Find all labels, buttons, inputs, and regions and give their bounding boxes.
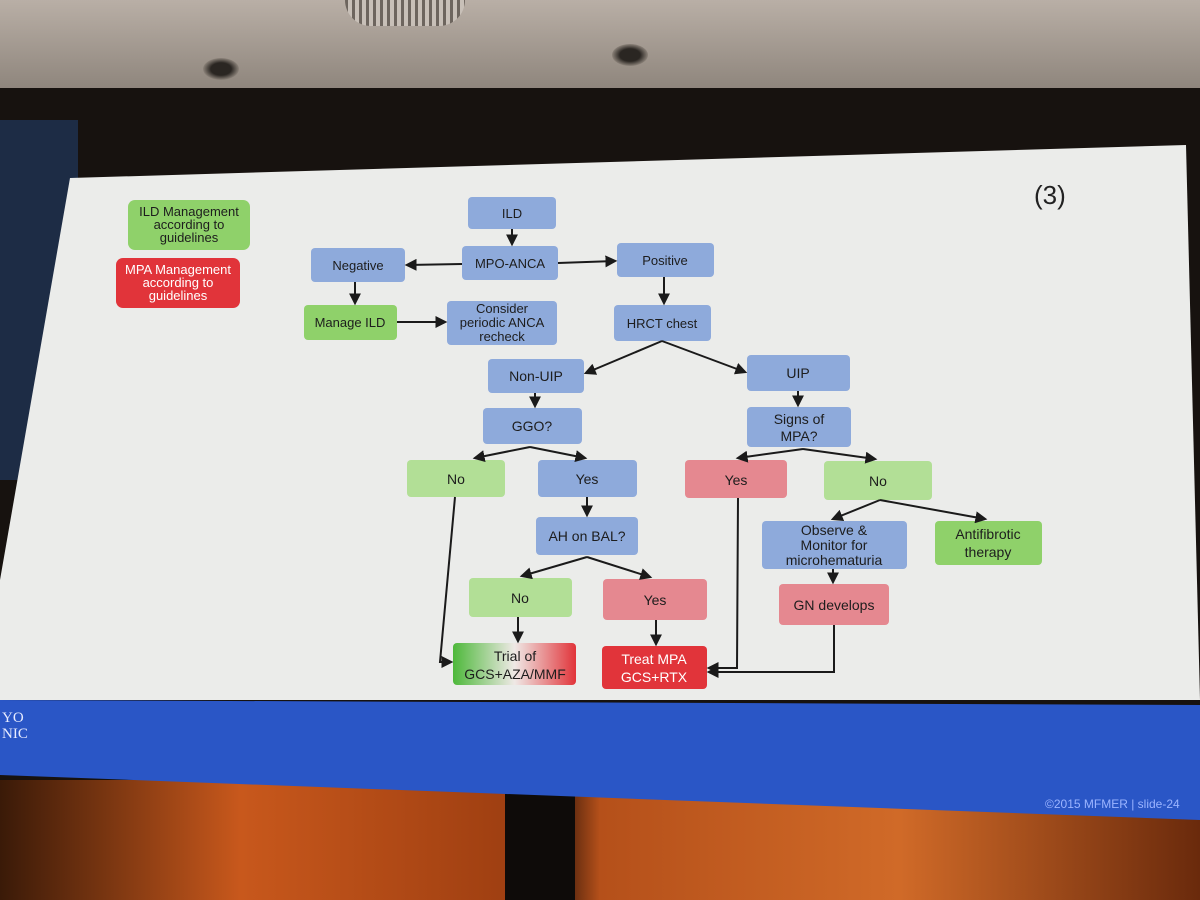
ceiling-light [203,58,239,80]
node-observe-line: Observe & [801,522,868,538]
node-trial-line: Trial of [494,648,536,664]
node-ah-no-label: No [511,590,529,606]
logo-line: NIC [2,726,28,742]
node-positive: Positive [617,243,714,277]
node-ah-yes: Yes [603,579,707,620]
node-consider: Consider periodic ANCA recheck [447,301,557,345]
slide-number: (3) [1034,180,1066,210]
node-trial-line: GCS+AZA/MMF [464,666,566,682]
footer-bar [0,700,1200,820]
node-treat-mpa-line: GCS+RTX [621,669,688,685]
node-mpa-no-label: No [869,473,887,489]
node-non-uip-label: Non-UIP [509,368,563,384]
legend-mpa-line: guidelines [149,288,208,303]
node-uip-label: UIP [786,365,809,381]
node-antifibrotic-line: therapy [965,544,1012,560]
node-ah-bal-label: AH on BAL? [548,528,625,544]
node-consider-line: recheck [479,329,525,344]
arrow-mpo-negative [404,258,463,271]
node-mpo-anca-label: MPO-ANCA [475,256,545,271]
arrow-signs-no [802,448,878,464]
arrow-ggo-yes [529,446,588,463]
arrow-ahbal-no [519,556,588,580]
node-observe-line: Monitor for [801,537,868,553]
node-ggo-no: No [407,460,505,497]
node-observe: Observe & Monitor for microhematuria [762,521,907,569]
legend-ild-line: guidelines [160,230,219,245]
ceiling-light [612,44,648,66]
arrow-no-antifibrotic [879,499,988,524]
node-mpo-anca: MPO-ANCA [462,246,558,280]
node-mpa-yes-label: Yes [725,472,748,488]
node-ggo: GGO? [483,408,582,444]
legend-ild-line: according to [154,217,225,232]
node-non-uip: Non-UIP [488,359,584,393]
arrow-mpo-positive [557,255,618,268]
node-ah-no: No [469,578,572,617]
arrow-ggono-trial [438,496,456,668]
arrow-hrct-nonuip [583,340,663,375]
node-consider-line: Consider [476,301,529,316]
arrow-hrct-uip [661,340,748,375]
arrow-signs-yes [735,448,804,463]
node-manage-ild: Manage ILD [304,305,397,340]
node-hrct-label: HRCT chest [627,316,698,331]
node-antifibrotic: Antifibrotic therapy [935,521,1042,565]
node-hrct: HRCT chest [614,305,711,341]
arrow-ggo-no [472,446,531,463]
node-treat-mpa-line: Treat MPA [621,651,687,667]
node-ggo-yes: Yes [538,460,637,497]
node-negative-label: Negative [332,258,383,273]
arrow-no-observe [830,499,881,521]
node-observe-line: microhematuria [786,552,883,568]
legend-mpa-line: MPA Management [125,262,231,277]
node-ggo-label: GGO? [512,418,553,434]
slide-footer: ©2015 MFMER | slide-24 [1045,797,1180,811]
node-signs-mpa-line: MPA? [780,428,817,444]
stage-post [505,780,575,900]
node-gn-develops-label: GN develops [794,597,875,613]
node-mpa-no: No [824,461,932,500]
node-mpa-yes: Yes [685,460,787,498]
node-signs-mpa: Signs of MPA? [747,407,851,447]
node-ggo-yes-label: Yes [576,471,599,487]
node-uip: UIP [747,355,850,391]
legend-ild: ILD Management according to guidelines [128,200,250,250]
node-antifibrotic-line: Antifibrotic [955,526,1020,542]
legend-mpa-line: according to [143,275,214,290]
legend-mpa: MPA Management according to guidelines [116,258,240,308]
logo-line: YO [2,710,24,726]
node-positive-label: Positive [642,253,688,268]
node-ah-bal: AH on BAL? [536,517,638,555]
node-negative: Negative [311,248,405,282]
legend-ild-line: ILD Management [139,204,239,219]
ceiling [0,0,1200,90]
node-trial: Trial of GCS+AZA/MMF [453,643,576,685]
node-manage-ild-label: Manage ILD [315,315,386,330]
node-signs-mpa-line: Signs of [774,411,825,427]
node-consider-line: periodic ANCA [460,315,545,330]
arrow-gn-treat [706,625,835,678]
node-ah-yes-label: Yes [644,592,667,608]
node-ggo-no-label: No [447,471,465,487]
node-ild: ILD [468,197,556,229]
node-ild-label: ILD [502,206,522,221]
node-gn-develops: GN develops [779,584,889,625]
node-treat-mpa: Treat MPA GCS+RTX [602,646,707,689]
ceiling-vent [345,0,465,26]
arrow-ahbal-yes [586,556,653,580]
connectors [349,229,988,678]
